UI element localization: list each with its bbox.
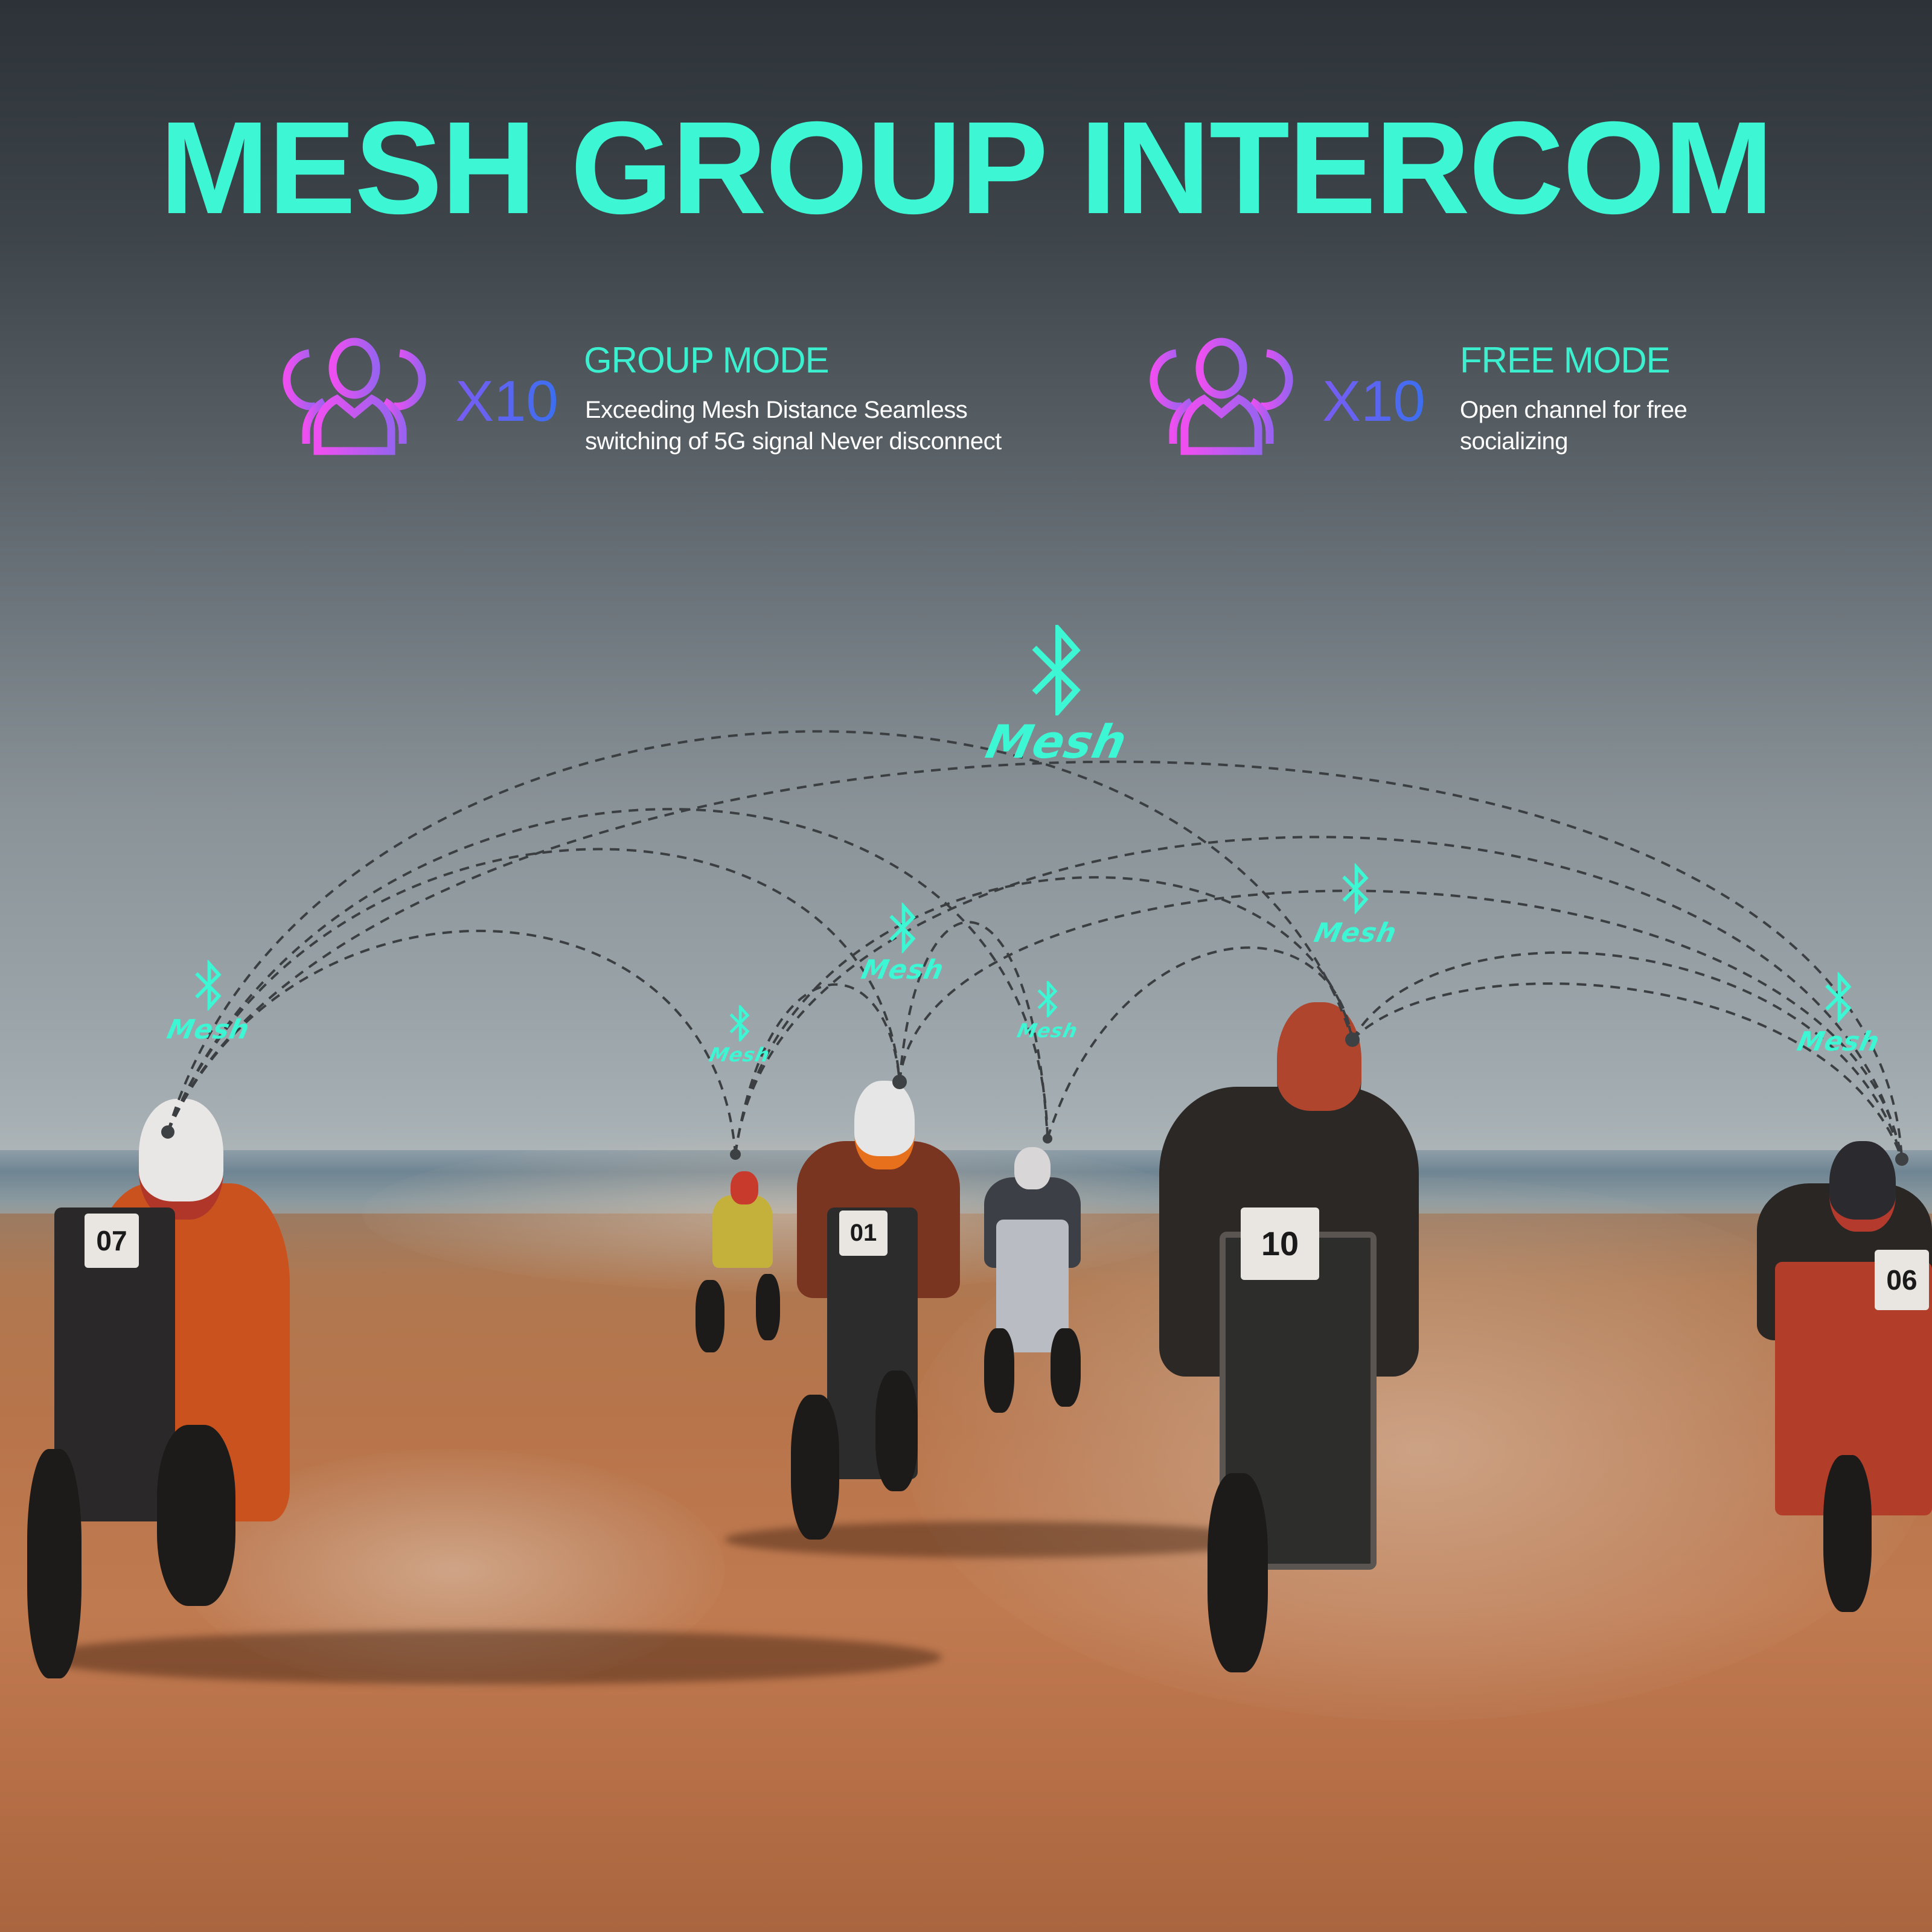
bluetooth-icon — [1032, 625, 1081, 715]
mesh-node-label: Mesh — [1298, 863, 1413, 948]
mesh-text: Mesh — [1794, 1026, 1883, 1057]
link-arc — [1351, 982, 1903, 1160]
bluetooth-icon — [889, 903, 916, 953]
free-mode-feature: X10 FREE MODE Open channel for free soci… — [1146, 335, 1750, 456]
group-people-icon — [283, 337, 426, 455]
link-arc — [1351, 951, 1903, 1160]
bluetooth-icon — [729, 1005, 750, 1041]
group-mode-description: Exceeding Mesh Distance Seamless switchi… — [585, 394, 1002, 457]
link-arc — [167, 848, 901, 1133]
group-mode-feature: X10 GROUP MODE Exceeding Mesh Distance S… — [279, 335, 1052, 456]
bluetooth-icon — [1825, 972, 1852, 1023]
mesh-node-label: Mesh — [151, 960, 266, 1045]
mesh-node-label: Mesh — [1005, 981, 1090, 1042]
mesh-node-label: Mesh — [694, 1005, 785, 1066]
page-title: MESH GROUP INTERCOM — [159, 95, 1773, 242]
mesh-text: Mesh — [1311, 918, 1400, 948]
rider-10: 10 — [1135, 1002, 1449, 1684]
link-arc — [1046, 946, 1354, 1139]
user-count: X10 — [1322, 369, 1425, 433]
node-dot — [1345, 1032, 1360, 1047]
mesh-hub: Mesh — [936, 625, 1177, 769]
race-plate: 06 — [1875, 1250, 1929, 1310]
node-dot — [1895, 1153, 1908, 1166]
rider-back-white — [966, 1147, 1099, 1413]
link-arc — [734, 836, 1903, 1160]
mesh-node-label: Mesh — [845, 903, 960, 985]
group-people-icon — [1150, 337, 1293, 455]
link-arc — [898, 889, 1903, 1160]
link-arc — [167, 930, 737, 1155]
rider-shadow — [36, 1630, 942, 1684]
description-line: Exceeding Mesh Distance Seamless — [585, 397, 968, 423]
mesh-text: Mesh — [1015, 1019, 1080, 1042]
free-mode-description: Open channel for free socializing — [1460, 394, 1687, 457]
mesh-text: Mesh — [164, 1014, 253, 1045]
link-arc — [167, 760, 1903, 1160]
node-dot — [1043, 1134, 1052, 1144]
bluetooth-icon — [1037, 981, 1058, 1017]
description-line: Open channel for free — [1460, 397, 1687, 423]
free-mode-heading: FREE MODE — [1460, 340, 1671, 380]
description-line: switching of 5G signal Never disconnect — [585, 428, 1002, 455]
rider-01: 01 — [773, 1081, 978, 1546]
link-arc — [734, 876, 1354, 1155]
node-dot — [730, 1149, 741, 1160]
race-plate: 07 — [85, 1214, 139, 1268]
mesh-text: Mesh — [707, 1043, 772, 1066]
bluetooth-icon — [1342, 863, 1369, 914]
node-dot — [892, 1075, 907, 1089]
race-plate: 10 — [1241, 1208, 1319, 1280]
link-arc — [898, 921, 1049, 1139]
rider-back-small — [688, 1171, 797, 1389]
mesh-node-label: Mesh — [1781, 972, 1896, 1057]
user-count: X10 — [455, 369, 558, 433]
node-dot — [161, 1125, 174, 1139]
mesh-text: Mesh — [859, 955, 947, 985]
rider-06: 06 — [1739, 1141, 1932, 1612]
rider-07: 07 — [0, 1087, 302, 1690]
group-mode-heading: GROUP MODE — [584, 340, 830, 380]
link-arc — [167, 808, 1049, 1139]
description-line: socializing — [1460, 428, 1569, 455]
mesh-hub-label: Mesh — [981, 715, 1132, 769]
bluetooth-icon — [195, 960, 222, 1011]
race-plate: 01 — [839, 1211, 888, 1256]
